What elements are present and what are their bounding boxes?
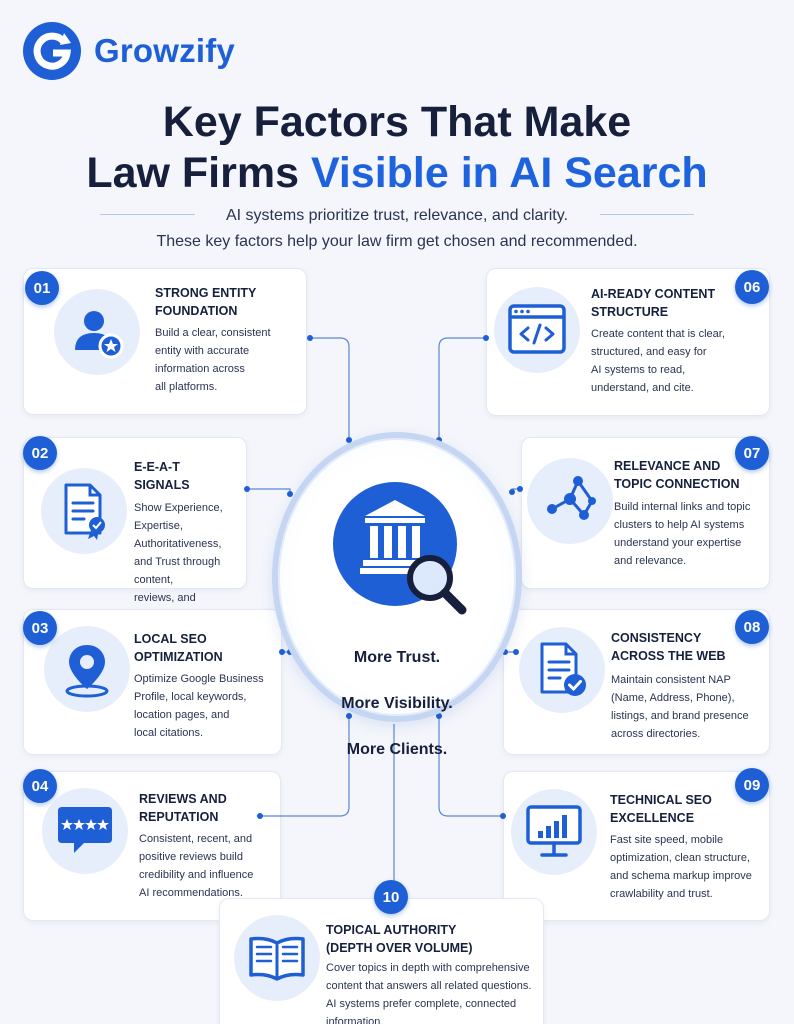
factor-title: REVIEWS AND REPUTATION: [139, 792, 227, 824]
factor-card-08: CONSISTENCY ACROSS THE WEB Maintain cons…: [503, 609, 770, 755]
factor-icon-circle: [54, 289, 140, 375]
factor-badge-04: 04: [23, 769, 57, 803]
open-book-icon: [249, 936, 305, 981]
factor-title: TOPICAL AUTHORITY (DEPTH OVER VOLUME): [326, 923, 473, 955]
factor-card-06: AI-READY CONTENT STRUCTURE Create conten…: [486, 268, 770, 416]
user-star-icon: [75, 311, 124, 359]
factor-title: AI-READY CONTENT STRUCTURE: [591, 287, 716, 319]
factor-icon-circle: [44, 626, 130, 712]
factor-desc: Show Experience, Expertise, Authoritativ…: [134, 502, 223, 622]
factor-badge-01: 01: [25, 271, 59, 305]
factor-icon-circle: [234, 915, 320, 1001]
subtitle-rule-left: [100, 214, 195, 215]
factor-card-04: REVIEWS AND REPUTATION Consistent, recen…: [23, 771, 281, 921]
factor-badge-03: 03: [23, 611, 57, 645]
subtitle-line1: AI systems prioritize trust, relevance, …: [225, 207, 569, 224]
factor-icon-circle: [527, 458, 613, 544]
factor-title: LOCAL SEO OPTIMIZATION: [134, 632, 223, 664]
factor-desc: Maintain consistent NAP (Name, Address, …: [611, 674, 749, 740]
courthouse-magnifier-icon: [333, 482, 467, 615]
factor-desc: Optimize Google Business Profile, local …: [134, 673, 264, 739]
factor-title: TECHNICAL SEO EXCELLENCE: [610, 793, 712, 825]
title-accent: Visible in AI Search: [310, 149, 708, 197]
factor-icon-circle: [41, 468, 127, 554]
subtitle-rule-right: [600, 214, 694, 215]
factor-badge-06: 06: [735, 270, 769, 304]
review-stars-icon: [58, 807, 112, 853]
factor-icon-circle: [519, 627, 605, 713]
factor-badge-09: 09: [735, 768, 769, 802]
factor-desc: Create content that is clear, structured…: [591, 328, 725, 394]
certificate-icon: [64, 483, 105, 540]
factor-desc: Build internal links and topic clusters …: [614, 501, 751, 567]
page-title-line1: Key Factors That Make: [162, 98, 632, 146]
center-tagline: More Trust. More Visibility. More Client…: [272, 623, 522, 784]
factor-card-07: RELEVANCE AND TOPIC CONNECTION Build int…: [521, 437, 770, 589]
factor-badge-02: 02: [23, 436, 57, 470]
code-window-icon: [508, 304, 566, 354]
center-line3: More Clients.: [346, 741, 448, 758]
page-title-line2: Law Firms Visible in AI Search: [0, 148, 794, 198]
monitor-chart-icon: [526, 805, 582, 857]
title-plain: Law Firms: [86, 149, 311, 197]
document-check-icon: [540, 642, 586, 696]
factor-title: RELEVANCE AND TOPIC CONNECTION: [614, 459, 740, 491]
center-line1: More Trust.: [353, 649, 441, 666]
factor-desc: Build a clear, consistent entity with ac…: [155, 327, 271, 393]
factor-icon-circle: [494, 287, 580, 373]
factor-card-02: E-E-A-T SIGNALS Show Experience, Experti…: [23, 437, 247, 622]
factor-card-01: STRONG ENTITY FOUNDATION Build a clear, …: [23, 268, 307, 415]
factor-badge-07: 07: [735, 436, 769, 470]
network-nodes-icon: [547, 476, 596, 520]
subtitle-line2: These key factors help your law firm get…: [156, 233, 638, 250]
factor-title: CONSISTENCY ACROSS THE WEB: [611, 631, 726, 663]
factor-desc: Fast site speed, mobile optimization, cl…: [610, 834, 752, 900]
brand-name: Growzify: [94, 32, 235, 69]
center-line2: More Visibility.: [341, 695, 453, 712]
g-logo-icon: [23, 22, 81, 80]
factor-card-10: TOPICAL AUTHORITY (DEPTH OVER VOLUME) Co…: [219, 898, 544, 1024]
map-pin-icon: [65, 645, 109, 698]
factor-title: STRONG ENTITY FOUNDATION: [155, 286, 257, 318]
factor-card-09: TECHNICAL SEO EXCELLENCE Fast site speed…: [503, 771, 770, 921]
factor-icon-circle: [42, 788, 128, 874]
factor-badge-10: 10: [374, 880, 408, 914]
factor-icon-circle: [511, 789, 597, 875]
factor-card-03: LOCAL SEO OPTIMIZATION Optimize Google B…: [23, 609, 282, 755]
factor-title: E-E-A-T SIGNALS: [134, 460, 190, 492]
factor-desc: Cover topics in depth with comprehensive…: [326, 962, 532, 1024]
factor-badge-08: 08: [735, 610, 769, 644]
factor-desc: Consistent, recent, and positive reviews…: [139, 833, 254, 899]
